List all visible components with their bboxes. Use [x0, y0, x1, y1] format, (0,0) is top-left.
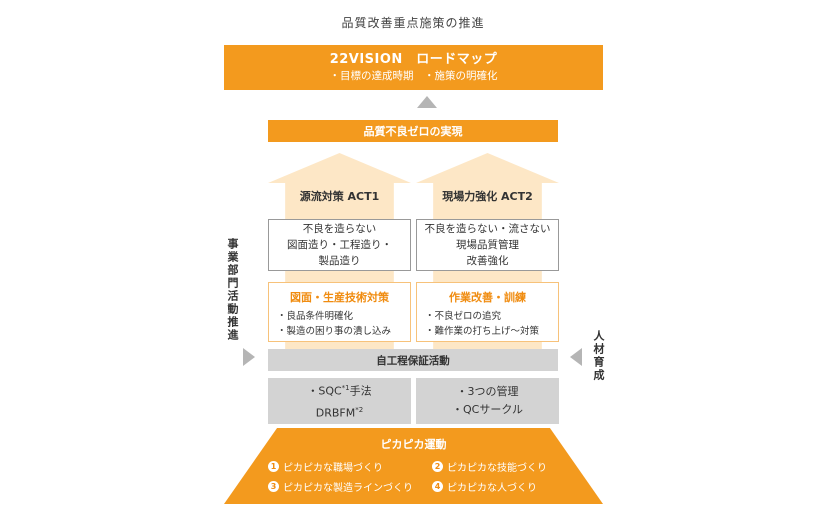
act2-measures-box: 作業改善・訓練 ・不良ゼロの追究 ・難作業の打ち上げ～対策: [416, 282, 559, 342]
roadmap-banner: [224, 45, 603, 90]
pikapika-item-text: ピカピカな技能づくり: [447, 463, 547, 474]
number-2-icon: 2: [432, 461, 443, 472]
pikapika-item-2: 2 ピカピカな技能づくり: [432, 459, 547, 474]
self-process-assurance-bar: 自工程保証活動: [268, 349, 558, 371]
pikapika-foundation: [224, 428, 603, 504]
sqc-text: ・SQC: [307, 385, 342, 398]
act1-bullet: ・製造の困り事の潰し込み: [277, 326, 392, 337]
roadmap-banner-subtitle: ・目標の達成時期 ・施策の明確化: [329, 70, 498, 82]
pikapika-item-4: 4 ピカピカな人づくり: [432, 479, 537, 494]
act1-box-line: 製品造り: [318, 255, 361, 267]
act1-measures-box: 図面・生産技術対策 ・良品条件明確化 ・製造の困り事の潰し込み: [268, 282, 411, 342]
method-line: ・QCサークル: [451, 403, 523, 416]
methods-box-right: ・3つの管理 ・QCサークル: [416, 378, 559, 424]
roadmap-banner-title: 22VISION ロードマップ: [329, 52, 498, 67]
right-arrow-icon: [243, 348, 255, 366]
act2-bullet: ・不良ゼロの追究: [425, 311, 502, 322]
drbfm-footnote: *2: [355, 406, 364, 414]
side-label-business-division: 事業部門活動推進: [226, 238, 239, 342]
up-triangle-icon: [417, 96, 437, 108]
left-arrow-icon: [570, 348, 582, 366]
act1-box-line: 図面造り・工程造り・: [287, 239, 392, 251]
diagram-title: 品質改善重点施策の推進: [341, 16, 485, 30]
drbfm-text: DRBFM: [315, 406, 356, 420]
goal-bar: 品質不良ゼロの実現: [268, 120, 558, 142]
sqc-footnote: *1: [341, 384, 350, 393]
pikapika-title: ピカピカ運動: [380, 438, 447, 451]
act1-measures-title: 図面・生産技術対策: [290, 291, 389, 304]
methods-box-left: ・SQC*1手法 DRBFM*2: [268, 378, 411, 424]
pikapika-item-text: ピカピカな職場づくり: [283, 463, 383, 474]
act2-box-line: 現場品質管理: [456, 239, 519, 251]
act1-box-line: 不良を造らない: [302, 223, 377, 235]
number-3-icon: 3: [268, 481, 279, 492]
act2-box-line: 不良を造らない・流さない: [424, 223, 551, 235]
pikapika-item-text: ピカピカな製造ラインづくり: [283, 483, 413, 494]
method-line: ・3つの管理: [456, 385, 519, 398]
act2-description-box: 不良を造らない・流さない 現場品質管理 改善強化: [416, 219, 559, 271]
number-4-icon: 4: [432, 481, 443, 492]
act2-box-line: 改善強化: [466, 255, 509, 267]
act1-description-box: 不良を造らない 図面造り・工程造り・ 製品造り: [268, 219, 411, 271]
act1-label: 源流対策 ACT1: [299, 190, 380, 203]
side-label-hr-development: 人材育成: [592, 330, 605, 382]
number-1-icon: 1: [268, 461, 279, 472]
method-line-sqc: ・SQC*1手法: [307, 379, 371, 401]
pikapika-item-1: 1 ピカピカな職場づくり: [268, 459, 383, 474]
method-line-drbfm: DRBFM*2: [316, 401, 363, 423]
act2-label: 現場力強化 ACT2: [442, 190, 533, 203]
act2-bullet: ・難作業の打ち上げ～対策: [425, 326, 540, 337]
pikapika-item-3: 3 ピカピカな製造ラインづくり: [268, 479, 413, 494]
pikapika-item-text: ピカピカな人づくり: [447, 483, 537, 494]
act2-measures-title: 作業改善・訓練: [449, 291, 526, 304]
act1-bullet: ・良品条件明確化: [277, 311, 354, 322]
sqc-suffix: 手法: [349, 385, 372, 398]
